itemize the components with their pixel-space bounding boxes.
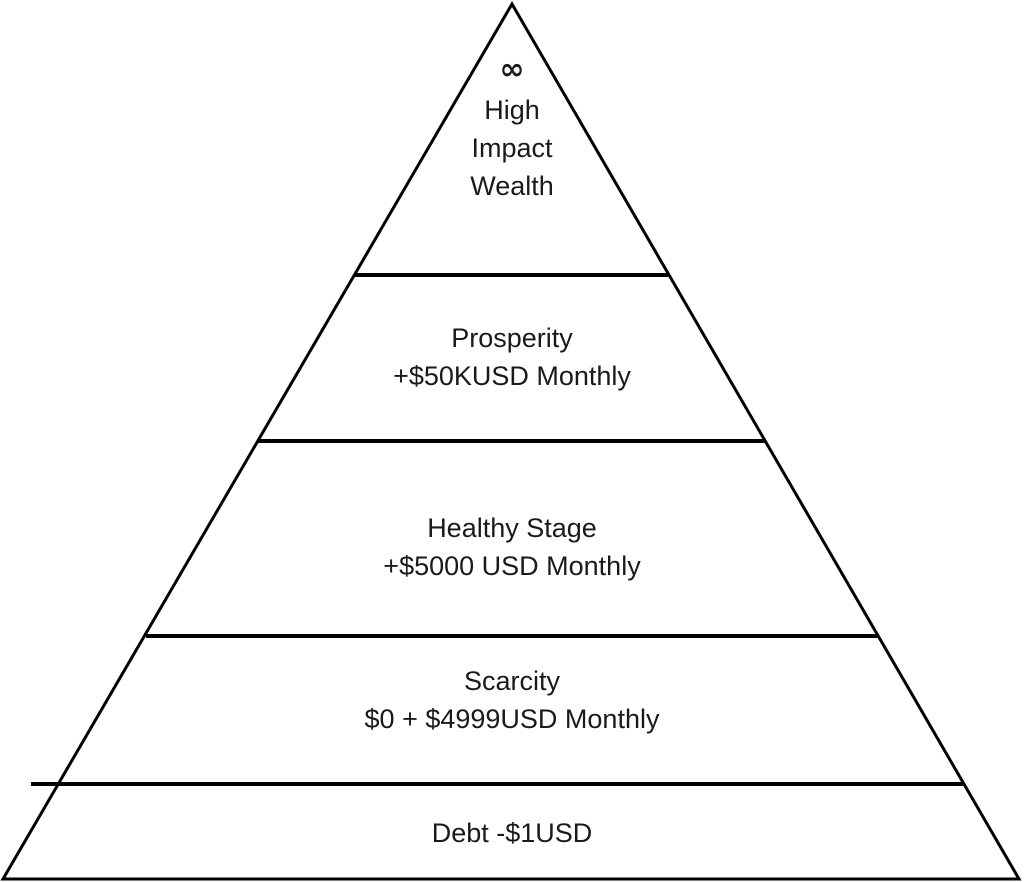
level-amount: $0 + $4999USD Monthly: [365, 704, 660, 734]
infinity-icon: ∞: [500, 52, 525, 87]
level-title: Scarcity: [464, 666, 561, 696]
level-title: Debt -$1USD: [432, 818, 593, 848]
level-healthy-stage: Healthy Stage +$5000 USD Monthly: [383, 513, 641, 581]
level-title: Prosperity: [451, 323, 573, 353]
level-label-line: Wealth: [470, 171, 554, 201]
level-amount: +$50KUSD Monthly: [393, 361, 631, 391]
level-high-impact-wealth: ∞ High Impact Wealth: [470, 52, 554, 201]
level-label-line: Impact: [471, 133, 553, 163]
level-scarcity: Scarcity $0 + $4999USD Monthly: [365, 666, 660, 734]
level-label-line: High: [484, 95, 540, 125]
level-prosperity: Prosperity +$50KUSD Monthly: [393, 323, 631, 391]
level-amount: +$5000 USD Monthly: [383, 551, 641, 581]
level-debt: Debt -$1USD: [432, 818, 593, 848]
level-title: Healthy Stage: [427, 513, 597, 543]
